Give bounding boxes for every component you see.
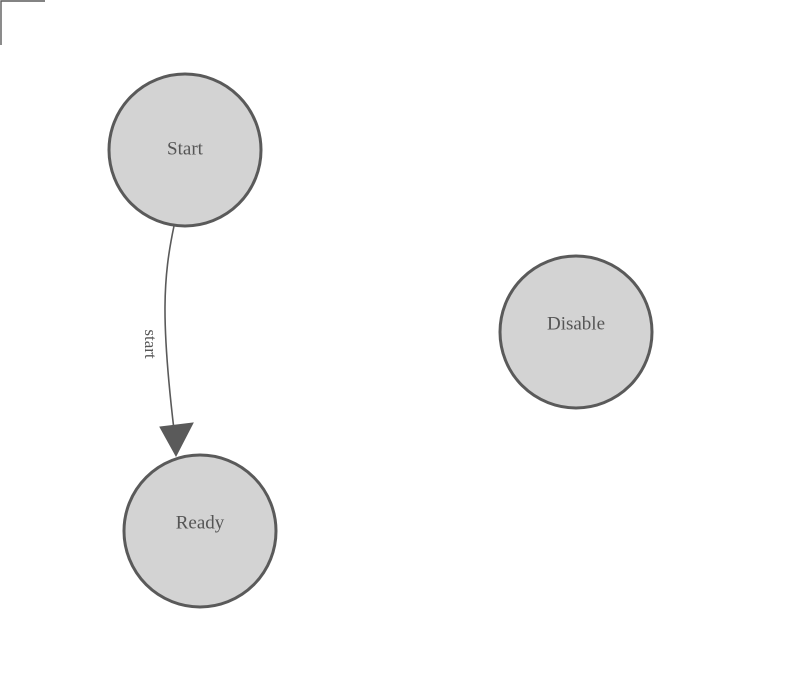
node-ready-label: Ready [176, 512, 225, 533]
node-disable-circle [498, 254, 654, 410]
node-ready-circle [122, 453, 278, 609]
arrowhead-icon [159, 422, 194, 458]
node-start-circle [107, 72, 263, 228]
node-disable-label: Disable [547, 313, 605, 334]
edge-start-to-ready[interactable]: start [141, 225, 194, 458]
node-start[interactable]: Start [107, 72, 263, 228]
node-start-label: Start [167, 138, 204, 159]
edge-line [164, 225, 175, 431]
node-disable[interactable]: Disable [498, 254, 654, 410]
edge-label-start: start [141, 329, 160, 359]
canvas-corner-mark [0, 0, 45, 45]
node-ready[interactable]: Ready [122, 453, 278, 609]
